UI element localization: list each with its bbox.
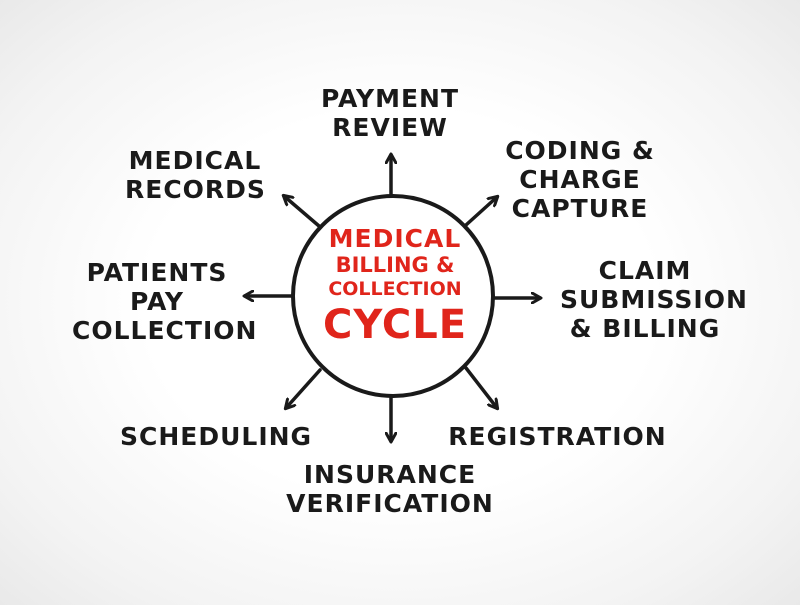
center-title-line-3: COLLECTION (328, 278, 462, 300)
node-text: CHARGE (519, 165, 641, 194)
node-text: CODING & (505, 136, 655, 165)
center-title-line-4: CYCLE (322, 302, 468, 348)
node-text: PAY (129, 287, 185, 316)
node-payment-review: PAYMENT REVIEW (300, 84, 480, 142)
node-text: PATIENTS (86, 258, 228, 287)
node-text: RECORDS (125, 175, 266, 204)
node-text: SCHEDULING (120, 422, 313, 451)
node-patients-pay: PATIENTS PAY COLLECTION (72, 258, 258, 345)
arrow-medical-records (284, 196, 321, 228)
center-title: MEDICAL BILLING & COLLECTION CYCLE (300, 225, 490, 349)
node-text: MEDICAL (128, 146, 262, 175)
node-coding-charge-capture: CODING & CHARGE CAPTURE (500, 136, 660, 223)
node-text: SUBMISSION (560, 285, 748, 314)
node-text: VERIFICATION (286, 489, 494, 518)
node-text: REGISTRATION (448, 422, 667, 451)
node-medical-records: MEDICAL RECORDS (125, 146, 265, 204)
node-registration: REGISTRATION (445, 422, 670, 451)
node-text: & BILLING (569, 314, 721, 343)
center-title-line-1: MEDICAL (328, 224, 462, 253)
arrow-registration (464, 366, 497, 408)
node-insurance-verification: INSURANCE VERIFICATION (285, 460, 495, 518)
node-text: COLLECTION (72, 316, 258, 345)
center-title-line-2: BILLING & (335, 253, 455, 277)
node-text: CLAIM (598, 256, 692, 285)
arrow-scheduling (286, 368, 322, 408)
node-scheduling: SCHEDULING (120, 422, 313, 451)
node-text: REVIEW (332, 113, 448, 142)
node-text: CAPTURE (511, 194, 649, 223)
node-text: INSURANCE (303, 460, 477, 489)
arrow-coding-charge-capture (464, 197, 497, 227)
node-claim-submission: CLAIM SUBMISSION & BILLING (560, 256, 748, 343)
node-text: PAYMENT (320, 84, 460, 113)
